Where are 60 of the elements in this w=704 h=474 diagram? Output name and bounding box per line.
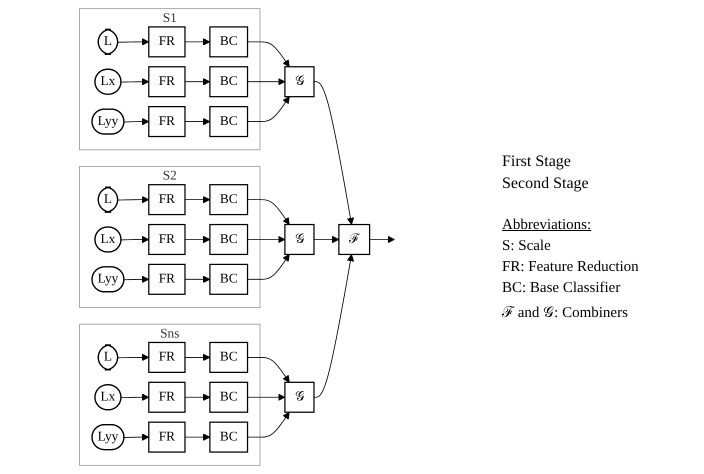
node-box: FR bbox=[148, 382, 186, 413]
node-box: FR bbox=[148, 264, 186, 295]
arrow bbox=[184, 276, 210, 283]
node-box: BC bbox=[209, 224, 248, 256]
arrow bbox=[120, 394, 150, 401]
node-box: BC bbox=[209, 342, 248, 373]
arrow bbox=[247, 412, 290, 438]
node-box: 𝒢 bbox=[284, 224, 315, 256]
arrow bbox=[118, 354, 150, 362]
node-box: FR bbox=[148, 106, 186, 138]
arrow bbox=[247, 41, 290, 68]
node-box: BC bbox=[209, 106, 248, 138]
node-box: BC bbox=[209, 66, 248, 98]
arrow bbox=[124, 118, 150, 126]
node-box: BC bbox=[209, 264, 248, 295]
arrow bbox=[314, 81, 354, 225]
abbreviation-entry: ℱ and 𝒢: Combiners bbox=[502, 304, 629, 322]
node-box: 𝒢 bbox=[284, 66, 315, 98]
abbreviation-entry: FR: Feature Reduction bbox=[502, 258, 640, 276]
stage-label: First Stage bbox=[502, 152, 572, 170]
node-box: FR bbox=[148, 66, 186, 98]
arrow bbox=[369, 236, 395, 244]
node-box: FR bbox=[148, 422, 186, 453]
arrow bbox=[118, 196, 150, 204]
arrow bbox=[184, 354, 210, 362]
arrow bbox=[247, 96, 290, 122]
node-box: BC bbox=[209, 422, 248, 453]
arrow bbox=[124, 276, 150, 283]
node-box: FR bbox=[148, 224, 186, 256]
arrow bbox=[184, 38, 210, 46]
abbreviation-entry: BC: Base Classifier bbox=[502, 280, 622, 296]
node-box: ℱ bbox=[338, 224, 370, 256]
arrow bbox=[247, 394, 286, 401]
arrow bbox=[314, 236, 340, 244]
node-box: FR bbox=[148, 342, 186, 373]
arrow bbox=[247, 78, 286, 86]
arrow bbox=[184, 433, 210, 441]
arrow bbox=[247, 199, 290, 225]
arrow bbox=[120, 236, 150, 244]
node-box: FR bbox=[148, 26, 186, 58]
node-box: FR bbox=[148, 184, 186, 216]
arrow bbox=[120, 78, 150, 86]
arrow bbox=[247, 356, 290, 383]
node-box: 𝒢 bbox=[284, 382, 315, 413]
node-box: BC bbox=[209, 184, 248, 216]
abbreviations-heading: Abbreviations: bbox=[502, 216, 592, 234]
arrow bbox=[184, 118, 210, 126]
arrow bbox=[184, 78, 210, 86]
arrow bbox=[184, 394, 210, 401]
stage-label: Second Stage bbox=[502, 174, 590, 192]
abbreviation-entry: S: Scale bbox=[502, 238, 552, 254]
arrow bbox=[247, 236, 286, 244]
node-box: BC bbox=[209, 382, 248, 413]
node-box: BC bbox=[209, 26, 248, 58]
arrow bbox=[184, 196, 210, 204]
arrow bbox=[314, 254, 354, 398]
arrow bbox=[124, 433, 150, 441]
arrow bbox=[247, 254, 290, 280]
arrow bbox=[184, 236, 210, 244]
arrow bbox=[118, 38, 150, 46]
